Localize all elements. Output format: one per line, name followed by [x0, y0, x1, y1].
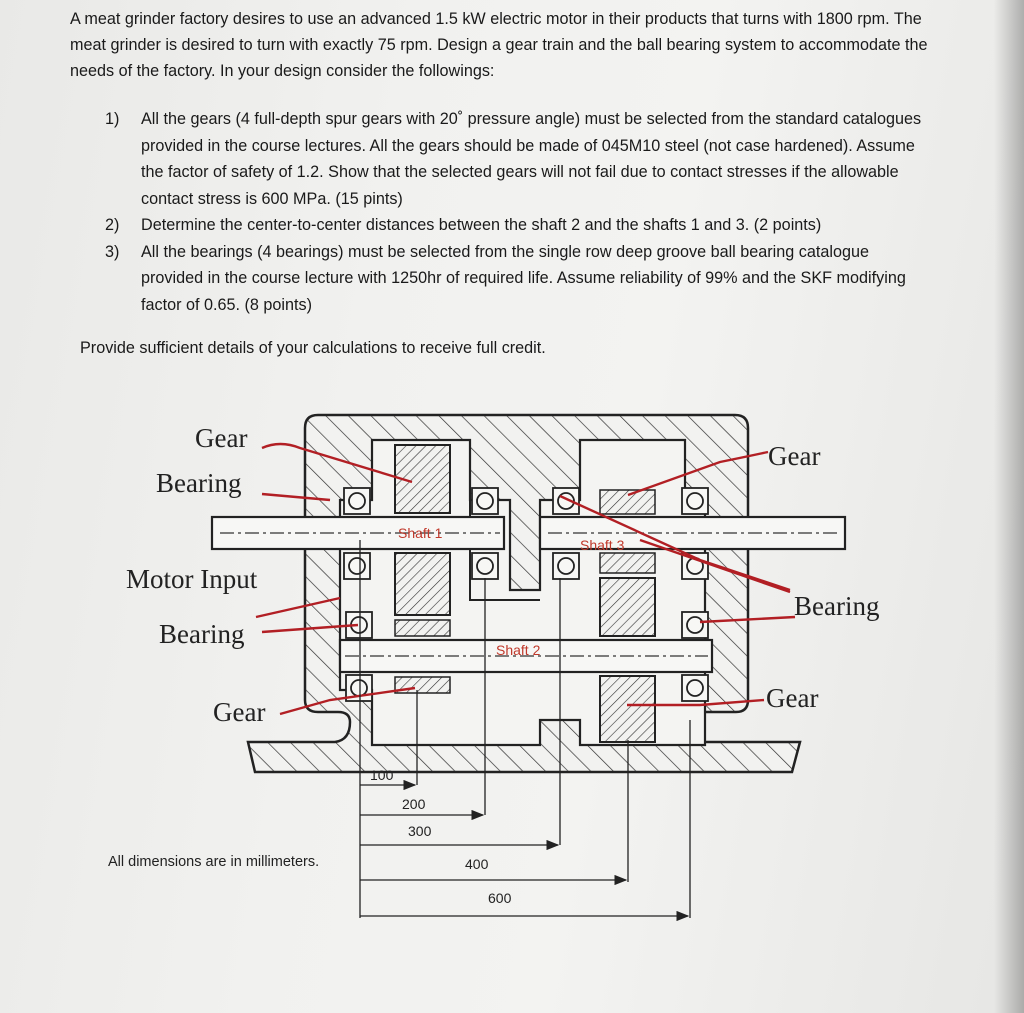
page-shadow: [994, 0, 1024, 1013]
shafts: [210, 515, 847, 674]
gear-4-upper: [599, 577, 656, 637]
requirement-number: 2): [105, 216, 120, 234]
bearing-shaft1-left: [343, 487, 371, 580]
label-shaft-2: Shaft 2: [496, 642, 541, 658]
leader-lines: [255, 442, 796, 716]
dimension-lines: [359, 540, 691, 922]
requirement-text: All the bearings (4 bearings) must be se…: [141, 242, 906, 314]
bearing-shaft3-left: [552, 487, 580, 580]
label-bearing-mid-left: Bearing: [159, 619, 244, 649]
gear-4-lower: [599, 675, 656, 743]
bearing-shaft2-right: [681, 611, 709, 702]
units-note: All dimensions are in millimeters.: [108, 854, 319, 870]
label-gear-top-right: Gear: [768, 441, 820, 471]
gears: [394, 444, 656, 743]
label-motor-input: Motor Input: [126, 564, 258, 594]
closing-instruction: Provide sufficient details of your calcu…: [80, 339, 546, 357]
dim-600: 600: [488, 890, 512, 906]
gear-3-upper: [599, 489, 656, 515]
requirement-text: Determine the center-to-center distances…: [141, 216, 822, 234]
dim-400: 400: [465, 856, 489, 872]
dim-100: 100: [370, 767, 394, 783]
label-shaft-3: Shaft 3: [580, 537, 625, 553]
gear-1-lower: [394, 552, 451, 616]
requirement-item: 1) All the gears (4 full-depth spur gear…: [95, 106, 925, 212]
problem-intro: A meat grinder factory desires to use an…: [70, 10, 928, 80]
dim-200: 200: [402, 796, 426, 812]
label-gear-bottom-left: Gear: [213, 697, 265, 727]
label-bearing-right: Bearing: [794, 591, 879, 621]
requirements-list: 1) All the gears (4 full-depth spur gear…: [95, 106, 925, 318]
gear-2-pinion-upper: [394, 619, 451, 637]
label-bearing-top-left: Bearing: [156, 468, 241, 498]
requirement-text: All the gears (4 full-depth spur gears w…: [141, 110, 922, 208]
dim-300: 300: [408, 823, 432, 839]
gear-3-lower: [599, 552, 656, 574]
label-gear-top-left: Gear: [195, 423, 247, 453]
shaft-3: [538, 515, 847, 551]
requirement-item: 3) All the bearings (4 bearings) must be…: [95, 239, 925, 319]
label-shaft-1: Shaft 1: [398, 525, 443, 541]
label-gear-bottom-right: Gear: [766, 683, 818, 713]
requirement-number: 3): [105, 242, 120, 261]
requirement-item: 2) Determine the center-to-center distan…: [95, 212, 925, 239]
housing: [246, 413, 802, 774]
requirement-number: 1): [105, 110, 120, 128]
